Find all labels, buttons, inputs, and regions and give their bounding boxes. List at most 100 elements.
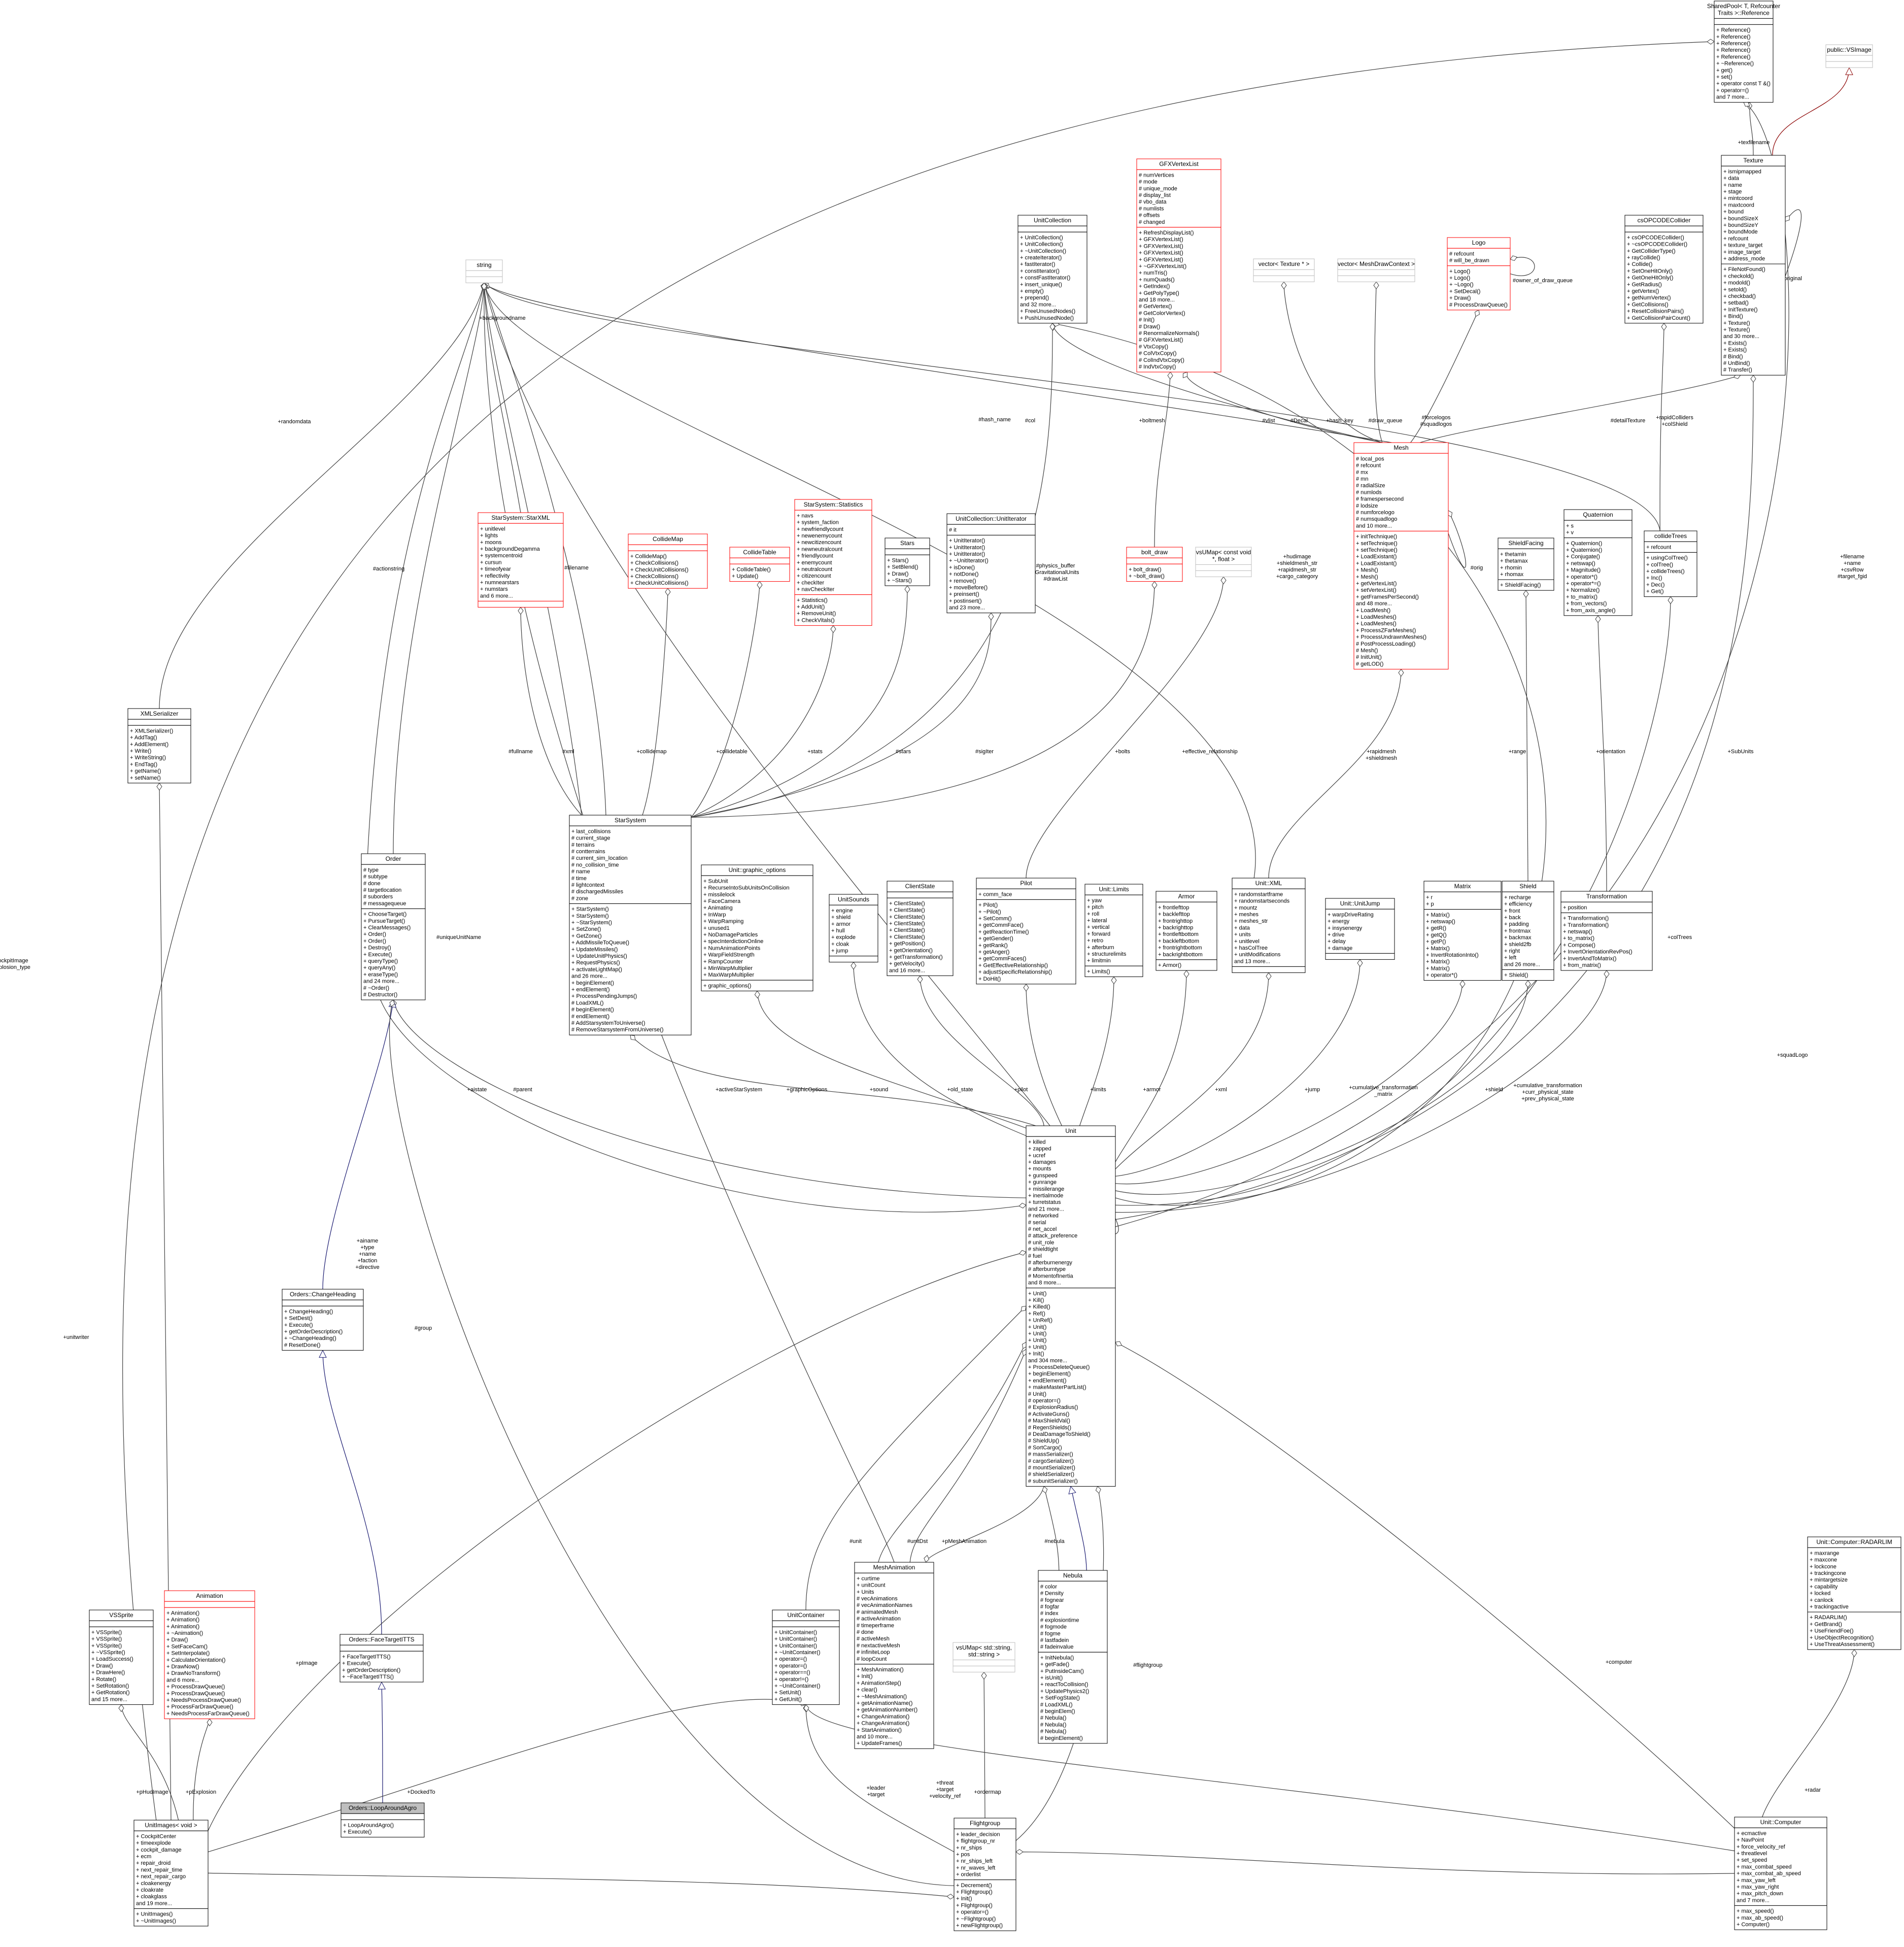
- class-box-meshanim[interactable]: MeshAnimation+ curtime+ unitCount+ Units…: [854, 1562, 934, 1749]
- class-attribute: + mounts: [1028, 1166, 1051, 1172]
- class-method: # LoadXML(): [571, 1000, 604, 1006]
- class-box-vssprite[interactable]: VSSprite+ VSSprite()+ VSSprite()+ VSSpri…: [89, 1609, 154, 1705]
- class-box-flightgroup[interactable]: Flightgroup+ leader_decision+ flightgrou…: [954, 1818, 1016, 1931]
- edge-label-l_orig: #orig: [1471, 565, 1483, 571]
- class-box-nebula[interactable]: Nebula# color# Density# fognear# fogfar#…: [1038, 1570, 1108, 1744]
- class-section: [1714, 24, 1774, 103]
- class-attribute: # local_pos: [1356, 456, 1384, 462]
- class-method: + SetComm(): [978, 916, 1012, 922]
- class-method: + UpdateUnitPhysics(): [571, 953, 627, 959]
- class-box-shieldfacing[interactable]: ShieldFacing+ thetamin+ thetamax+ rhomin…: [1498, 538, 1554, 591]
- class-method: + Init(): [1028, 1351, 1044, 1357]
- class-box-gfxvertexlist[interactable]: GFXVertexList# numVertices# mode# unique…: [1136, 158, 1221, 373]
- class-box-computer[interactable]: Unit::Computer+ ecmactive+ NavPoint+ for…: [1734, 1817, 1827, 1930]
- class-box-pilot[interactable]: Pilot+ comm_face+ Pilot()+ ~Pilot()+ Set…: [976, 878, 1076, 985]
- class-box-starstats[interactable]: StarSystem::Statistics+ navs+ system_fac…: [794, 499, 872, 626]
- class-box-vsumap1[interactable]: vsUMap< const void*, float >: [1195, 547, 1252, 577]
- class-attribute: + meshes: [1234, 912, 1259, 918]
- class-attribute: + orderlist: [956, 1872, 981, 1878]
- class-box-changeheading[interactable]: Orders::ChangeHeading+ ChangeHeading()+ …: [282, 1289, 364, 1351]
- class-method: # GetVertex(): [1139, 304, 1172, 310]
- edge-marker: [757, 581, 763, 589]
- class-method: + ResetCollisionPairs(): [1627, 309, 1684, 315]
- class-attribute: + checkIter: [797, 580, 824, 586]
- edge-marker: [1595, 615, 1601, 623]
- class-box-unitlimits[interactable]: Unit::Limits+ yaw+ pitch+ roll+ lateral+…: [1084, 884, 1143, 977]
- class-attribute: + nr_ships_left: [956, 1858, 993, 1864]
- class-section: [628, 544, 708, 551]
- class-box-loopagro[interactable]: Orders::LoopAroundAgro+ LoopAroundAgro()…: [341, 1802, 425, 1838]
- class-box-starsystem[interactable]: StarSystem+ last_collisions# current_sta…: [569, 815, 692, 1035]
- class-box-collidetable[interactable]: CollideTable+ CollideTable()+ Update(): [729, 547, 790, 582]
- class-box-transformation[interactable]: Transformation+ position+ Transformation…: [1560, 891, 1653, 971]
- class-box-radarlim[interactable]: Unit::Computer::RADARLIM+ maxrange+ maxc…: [1807, 1536, 1901, 1650]
- class-box-unitcontainer[interactable]: UnitContainer+ UnitContainer()+ UnitCont…: [772, 1609, 840, 1705]
- class-box-csopcode[interactable]: csOPCODECollider+ csOPCODECollider()+ ~c…: [1624, 215, 1704, 324]
- class-attribute: + back: [1504, 915, 1521, 921]
- class-method: and 23 more...: [949, 605, 985, 611]
- class-method: + GetZone(): [571, 933, 602, 939]
- edge-48: [1115, 375, 1754, 1220]
- class-box-matrix[interactable]: Matrix+ r+ p+ Matrix()+ netswap()+ getR(…: [1423, 881, 1502, 981]
- class-method: + max_ab_speed(): [1737, 1915, 1783, 1921]
- class-box-vsimage[interactable]: public::VSImage: [1825, 44, 1873, 68]
- class-attribute: + ucref: [1028, 1153, 1046, 1159]
- class-attribute: + comm_face: [978, 891, 1012, 897]
- class-box-vecmesh[interactable]: vector< MeshDrawContext >: [1337, 258, 1415, 282]
- class-method: + UnitContainer(): [774, 1636, 817, 1642]
- class-box-unitimages[interactable]: UnitImages< void >+ CockpitCenter+ timee…: [133, 1820, 209, 1927]
- edge-label-l_hudimage: +hudimage+shieldmesh_str+rapidmesh_str+c…: [1276, 554, 1318, 580]
- class-box-texture[interactable]: Texture+ ismipmapped+ data+ name+ stage+…: [1721, 155, 1786, 376]
- class-method: + SetBlend(): [887, 564, 918, 570]
- class-box-collidemap[interactable]: CollideMap+ CollideMap()+ CheckCollision…: [628, 533, 708, 589]
- class-box-unit[interactable]: Unit+ killed+ zapped+ ucref+ damages+ mo…: [1026, 1125, 1116, 1487]
- class-box-starxml[interactable]: StarSystem::StarXML+ unitlevel+ lights+ …: [478, 512, 564, 608]
- class-box-clientstate[interactable]: ClientState+ ClientState()+ ClientState(…: [887, 881, 954, 976]
- class-box-unitcollection[interactable]: UnitCollection+ UnitCollection()+ UnitCo…: [1017, 215, 1087, 324]
- class-box-uciter[interactable]: UnitCollection::UnitIterator# it+ UnitIt…: [946, 513, 1036, 614]
- class-box-string[interactable]: string: [465, 259, 503, 283]
- edge-marker: [1182, 372, 1188, 379]
- class-attribute: + cloakenergy: [136, 1881, 171, 1887]
- edge-32: [1525, 590, 1528, 882]
- class-section: [954, 1879, 1016, 1931]
- class-box-vectex[interactable]: vector< Texture * >: [1253, 258, 1315, 282]
- class-method: + constFastIterator(): [1020, 275, 1070, 281]
- class-box-unitsounds[interactable]: UnitSounds+ engine+ shield+ armor+ hull+…: [829, 894, 878, 963]
- class-method: + getPosition(): [889, 941, 925, 947]
- class-box-armor[interactable]: Armor+ frontlefttop+ backlefttop+ frontr…: [1155, 891, 1217, 971]
- class-attribute: # Density: [1040, 1591, 1064, 1597]
- class-method: + setbad(): [1723, 300, 1749, 306]
- class-attribute: + CockpitCenter: [136, 1833, 177, 1839]
- class-box-boltdraw[interactable]: bolt_draw+ bolt_draw()+ ~bolt_draw(): [1126, 547, 1183, 582]
- edge-label-l_rapidmesh: +rapidmesh+shieldmesh: [1366, 749, 1397, 761]
- class-box-stars[interactable]: Stars+ Stars()+ SetBlend()+ Draw()+ ~Sta…: [885, 538, 930, 586]
- class-box-colltrees[interactable]: collideTrees+ refcount+ usingColTree()+ …: [1644, 530, 1697, 597]
- class-section: [1721, 165, 1786, 264]
- class-box-xmlserializer[interactable]: XMLSerializer+ XMLSerializer()+ AddTag()…: [127, 708, 191, 784]
- class-box-graphicopts[interactable]: Unit::graphic_options+ SubUnit+ RecurseI…: [701, 864, 813, 991]
- class-box-quaternion[interactable]: Quaternion+ s+ v+ Quaternion()+ Quaterni…: [1563, 509, 1633, 616]
- class-box-unitjump[interactable]: Unit::UnitJump+ warpDriveRating+ energy+…: [1325, 898, 1395, 960]
- class-box-order[interactable]: Order# type# subtype# done# targetlocati…: [361, 853, 426, 1000]
- class-section: [1734, 1905, 1827, 1930]
- class-method: + SetInterpolate(): [166, 1651, 210, 1657]
- edge-41: [1115, 972, 1269, 1169]
- class-box-animation[interactable]: Animation+ Animation()+ Animation()+ Ani…: [164, 1590, 255, 1719]
- class-box-vsumap2[interactable]: vsUMap< std::string,std::string >: [953, 1642, 1015, 1672]
- class-box-facetarget[interactable]: Orders::FaceTargetITTS+ FaceTargetITTS()…: [339, 1634, 424, 1683]
- class-attribute: + newcitizencount: [797, 540, 841, 546]
- class-method: + Compose(): [1563, 942, 1595, 948]
- class-attribute: + frontlefttop: [1158, 904, 1189, 911]
- class-box-mesh[interactable]: Mesh# local_pos# refcount# mx# mn# radia…: [1353, 442, 1449, 669]
- edge-6: [1283, 282, 1382, 443]
- class-attribute: + newneutralcount: [797, 546, 842, 552]
- class-attribute: # fuel: [1028, 1253, 1042, 1259]
- class-method: + Execute(): [363, 952, 392, 958]
- class-box-logo[interactable]: Logo# refcount# will_be_drawn+ Logo()+ L…: [1447, 237, 1511, 311]
- edge-label-l_unitwriter: +unitwriter: [63, 1334, 89, 1340]
- class-box-unitxml[interactable]: Unit::XML+ randomstartframe+ randomstart…: [1232, 878, 1306, 973]
- class-box-shield[interactable]: Shield+ recharge+ efficiency+ front+ bac…: [1502, 881, 1554, 981]
- edge-label-l_aistate: +aistate: [467, 1087, 487, 1093]
